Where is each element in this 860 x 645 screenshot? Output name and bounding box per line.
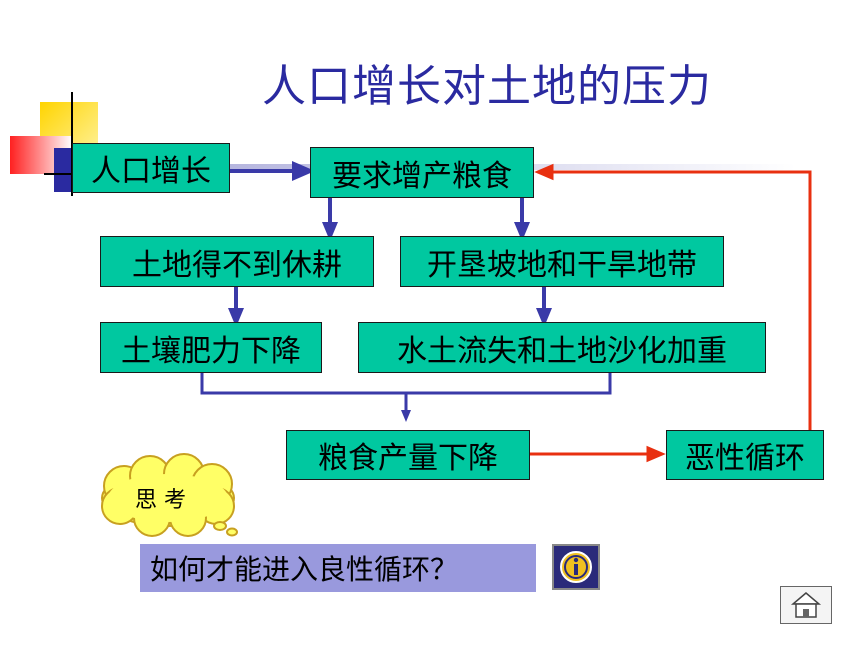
box-vicious-cycle: 恶性循环 — [666, 430, 824, 480]
box-population-growth: 人口增长 — [72, 143, 230, 193]
info-icon — [560, 551, 592, 583]
box-no-fallow: 土地得不到休耕 — [100, 236, 374, 287]
question-banner[interactable]: 如何才能进入良性循环？ — [140, 544, 536, 592]
box-yield-drop: 粮食产量下降 — [286, 430, 530, 480]
question-text: 如何才能进入良性循环？ — [150, 553, 459, 586]
decor-blue-square — [54, 148, 72, 192]
box-fertility-drop: 土壤肥力下降 — [100, 322, 322, 373]
home-button[interactable] — [780, 586, 832, 624]
page-title: 人口增长对土地的压力 — [262, 61, 712, 112]
box-reclaim: 开垦坡地和干旱地带 — [400, 236, 724, 287]
thought-bubble-label: 思 考 — [135, 488, 186, 513]
box-demand-food: 要求增产粮食 — [310, 147, 534, 198]
thought-cloud-shape — [101, 453, 238, 537]
box-erosion: 水土流失和土地沙化加重 — [358, 322, 766, 373]
info-button[interactable] — [552, 544, 600, 590]
home-icon — [790, 592, 822, 618]
bracket-merge — [200, 373, 612, 395]
arrow-cycle-back — [550, 170, 812, 430]
